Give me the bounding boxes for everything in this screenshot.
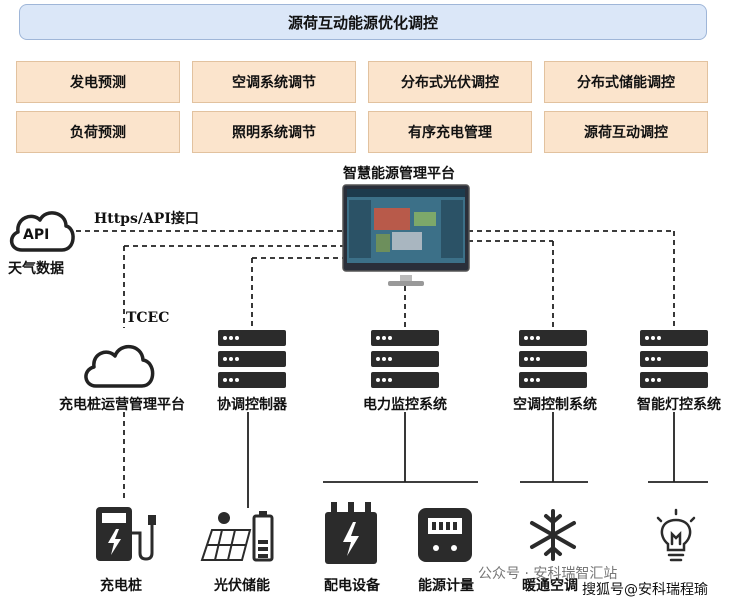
platform-label: 智慧能源管理平台: [343, 166, 455, 182]
lighting-control-label: 智能灯控系统: [637, 397, 721, 413]
server-icon: [218, 330, 286, 388]
charging-platform-label: 充电桩运营管理平台: [59, 397, 185, 413]
power-monitor-label: 电力监控系统: [363, 397, 447, 413]
module-source-load-interaction: 源荷互动调控: [544, 111, 708, 153]
ac-control-label: 空调控制系统: [513, 397, 597, 413]
module-storage-control: 分布式储能调控: [544, 61, 708, 103]
module-load-forecast: 负荷预测: [16, 111, 180, 153]
energy-meter-icon: [418, 508, 472, 562]
module-lighting-regulation: 照明系统调节: [192, 111, 356, 153]
server-icon: [371, 330, 439, 388]
weather-data-label: 天气数据: [8, 261, 64, 277]
watermark-sohu: 搜狐号@安科瑞程瑜: [582, 582, 708, 598]
monitor-icon: [342, 184, 470, 286]
server-icon: [640, 330, 708, 388]
server-icon: [519, 330, 587, 388]
api-link-label: Https/API接口: [94, 211, 199, 227]
hvac-label: 暖通空调: [522, 578, 578, 594]
title-banner: 源荷互动能源优化调控: [19, 4, 707, 40]
lightbulb-icon: [656, 508, 696, 562]
solar-battery-icon: [200, 511, 274, 562]
module-orderly-charging: 有序充电管理: [368, 111, 532, 153]
coordinator-label: 协调控制器: [217, 397, 287, 413]
cloud-icon: [84, 345, 155, 388]
snowflake-icon: [530, 509, 576, 561]
api-cloud-icon: [9, 211, 75, 252]
module-pv-control: 分布式光伏调控: [368, 61, 532, 103]
charger-label: 充电桩: [100, 578, 142, 594]
watermark-wechat: 公众号 · 安科瑞智汇站: [478, 566, 618, 582]
api-icon-text: API: [23, 227, 50, 243]
pv-storage-label: 光伏储能: [214, 578, 270, 594]
module-ac-regulation: 空调系统调节: [192, 61, 356, 103]
ev-charger-icon: [96, 507, 156, 561]
distribution-label: 配电设备: [324, 578, 380, 594]
tcec-label: TCEC: [126, 310, 170, 326]
module-generation-forecast: 发电预测: [16, 61, 180, 103]
energy-meter-label: 能源计量: [418, 578, 474, 594]
transformer-icon: [325, 502, 377, 564]
